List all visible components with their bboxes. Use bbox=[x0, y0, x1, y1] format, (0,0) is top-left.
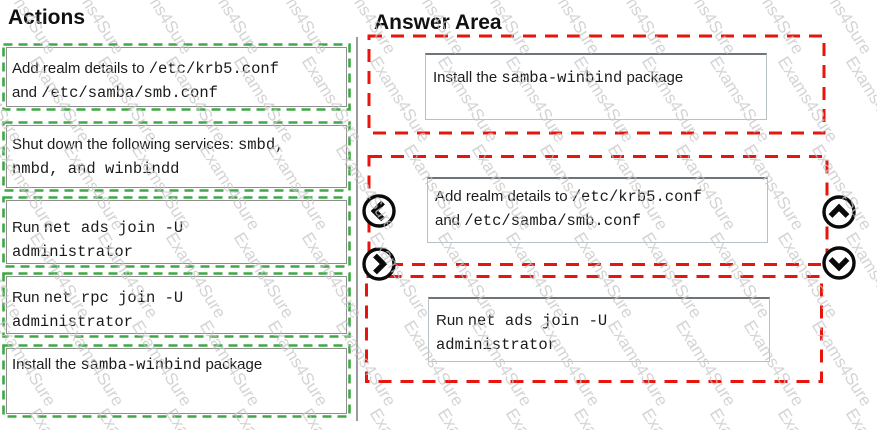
watermark-text: Exams4Sure bbox=[705, 405, 774, 430]
action-item[interactable]: Run net rpc join -U administrator bbox=[6, 276, 347, 334]
answer-slot-text: Run net ads join -U administrator bbox=[429, 299, 769, 367]
actions-heading: Actions bbox=[8, 6, 86, 29]
code-text: administrator bbox=[12, 313, 133, 331]
watermark-text: Exams4Sure bbox=[671, 0, 740, 58]
watermark-text: Exams4Sure bbox=[739, 0, 808, 58]
answer-slot-text: Install the samba-winbind package bbox=[426, 55, 766, 101]
code-text: net ads join -U bbox=[43, 219, 184, 237]
code-text: smbd, bbox=[237, 136, 285, 154]
answer-slot[interactable]: Install the samba-winbind package bbox=[425, 53, 767, 120]
move-left-button[interactable] bbox=[360, 192, 398, 230]
label-text: Add realm details to bbox=[12, 60, 149, 77]
action-item[interactable]: Install the samba-winbind package bbox=[6, 348, 347, 414]
watermark-text: Exams4Sure bbox=[535, 0, 604, 58]
label-text: Run bbox=[436, 312, 468, 329]
label-text: Shut down the following services: bbox=[12, 136, 238, 153]
chevron-left-circle-icon bbox=[362, 194, 396, 228]
watermark-text: Exams4Sure bbox=[501, 405, 570, 430]
answer-area-heading: Answer Area bbox=[374, 11, 502, 34]
watermark-text: Exams4Sure bbox=[569, 405, 638, 430]
code-text: administrator bbox=[12, 243, 133, 261]
chevron-down-circle-icon bbox=[822, 246, 856, 280]
column-divider bbox=[356, 37, 358, 421]
chevron-right-circle-icon bbox=[362, 247, 396, 281]
watermark-text: Exams4Sure bbox=[807, 0, 876, 58]
action-item[interactable]: Shut down the following services: smbd, n… bbox=[6, 125, 347, 188]
answer-slot[interactable]: Add realm details to /etc/krb5.conf and /… bbox=[427, 177, 768, 243]
action-item-text: Install the samba-winbind package bbox=[7, 349, 346, 381]
chevron-up-circle-icon bbox=[822, 195, 856, 229]
move-up-button[interactable] bbox=[820, 193, 858, 231]
watermark-text: Exams4Sure bbox=[365, 405, 434, 430]
answer-slot[interactable]: Run net ads join -U administrator bbox=[428, 297, 770, 362]
watermark-text: Exams4Sure bbox=[773, 53, 842, 146]
label-text: and bbox=[12, 84, 42, 101]
label-text: Run bbox=[12, 289, 44, 306]
code-text: nmbd, and winbindd bbox=[12, 160, 180, 178]
watermark-text: Exams4Sure bbox=[637, 405, 706, 430]
watermark-text: Exams4Sure bbox=[841, 53, 877, 146]
action-item-text: Shut down the following services: smbd, n… bbox=[7, 126, 346, 188]
code-text: samba-winbind bbox=[80, 356, 202, 374]
label-text: Add realm details to bbox=[435, 188, 572, 205]
action-item[interactable]: Run net ads join -U administrator bbox=[6, 200, 347, 264]
code-text: administrator bbox=[436, 336, 557, 354]
action-item-text: Run net ads join -U administrator bbox=[7, 201, 346, 279]
code-text: /etc/samba/smb.conf bbox=[41, 84, 218, 102]
label-text: package bbox=[622, 69, 684, 86]
watermark-text: Exams4Sure bbox=[841, 405, 877, 430]
watermark-text: Exams4Sure bbox=[807, 317, 876, 410]
action-item[interactable]: Add realm details to /etc/krb5.conf and /… bbox=[6, 47, 347, 107]
watermark-text: Exams4Sure bbox=[773, 405, 842, 430]
move-down-button[interactable] bbox=[820, 244, 858, 282]
label-text: Install the bbox=[433, 69, 502, 86]
label-text: Install the bbox=[12, 356, 81, 373]
code-text: samba-winbind bbox=[501, 69, 623, 87]
code-text: /etc/samba/smb.conf bbox=[464, 212, 641, 230]
watermark-text: Exams4Sure bbox=[433, 405, 502, 430]
code-text: /etc/krb5.conf bbox=[571, 188, 702, 206]
watermark-text: Exams4Sure bbox=[365, 53, 434, 146]
action-item-text: Run net rpc join -U administrator bbox=[7, 277, 346, 343]
code-text: /etc/krb5.conf bbox=[148, 60, 279, 78]
move-right-button[interactable] bbox=[360, 245, 398, 283]
label-text: and bbox=[435, 212, 465, 229]
label-text: package bbox=[201, 356, 263, 373]
watermark-text: Exams4Sure bbox=[603, 0, 672, 58]
action-item-text: Add realm details to /etc/krb5.conf and /… bbox=[7, 48, 346, 114]
label-text: Run bbox=[12, 219, 44, 236]
answer-slot-text: Add realm details to /etc/krb5.conf and /… bbox=[428, 179, 767, 239]
code-text: net ads join -U bbox=[467, 312, 608, 330]
code-text: net rpc join -U bbox=[43, 289, 184, 307]
